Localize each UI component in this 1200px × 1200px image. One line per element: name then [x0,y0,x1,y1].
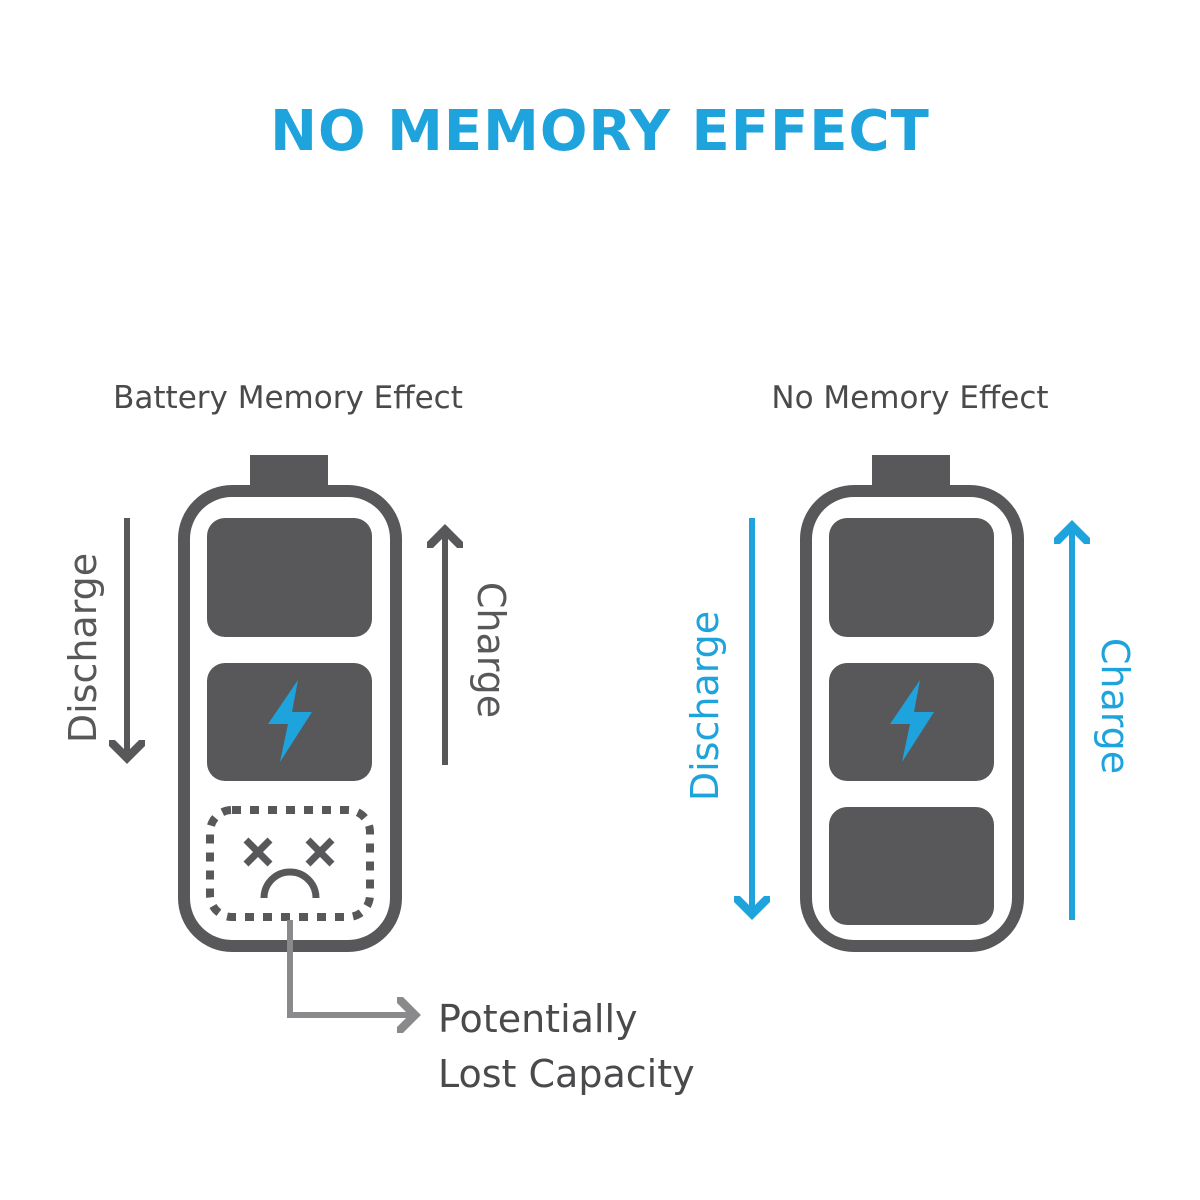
charge-label: Charge [469,582,513,718]
connector-arrow [287,920,415,1015]
right-heading: No Memory Effect [771,380,1048,416]
battery-terminal [250,455,328,490]
right-panel: No Memory Effect Discharge Charge [683,380,1137,952]
battery-cell-full [829,518,994,637]
battery-cell-full [829,807,994,925]
page-title: NO MEMORY EFFECT [270,99,930,164]
battery-cell-full [207,518,372,637]
left-panel: Battery Memory Effect Potentially Lost C… [61,380,695,1096]
battery-terminal [872,455,950,490]
charge-label: Charge [1093,638,1137,774]
note-line-1: Potentially [438,997,638,1041]
sad-face-icon [243,837,335,899]
left-heading: Battery Memory Effect [113,380,463,416]
lightning-bolt-icon [890,680,934,762]
lost-capacity-cell [206,806,374,921]
discharge-label: Discharge [61,553,105,743]
discharge-label: Discharge [683,611,727,801]
lightning-bolt-icon [268,680,312,762]
note-line-2: Lost Capacity [438,1052,695,1096]
